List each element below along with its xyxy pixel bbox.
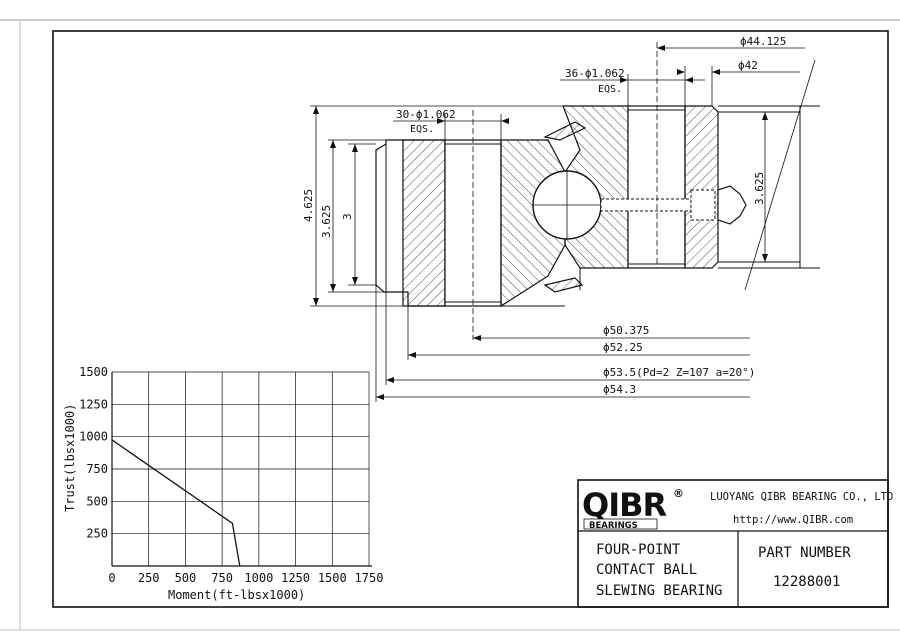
chart-x-tick-label: 1250 <box>281 571 310 585</box>
inner-ring-hatch <box>402 139 446 307</box>
outer-bolt-hole <box>627 105 686 269</box>
logo-text: QIBR <box>582 486 667 524</box>
dim-543-label: ϕ54.3 <box>603 383 636 396</box>
chart-y-tick-label: 1000 <box>79 430 108 444</box>
dim-535-label: ϕ53.5(Pd=2 Z=107 a=20°) <box>603 366 755 379</box>
break-line <box>744 59 816 291</box>
chart-y-tick-label: 500 <box>86 494 108 508</box>
load-chart: 250 500 750 1000 1250 1500 0 250 500 750 1000 1250… <box>63 365 383 602</box>
dim-3-label: 3 <box>341 213 354 220</box>
chart-x-tick-label: 0 <box>108 571 115 585</box>
drawing-frame <box>52 30 889 608</box>
company-name: LUOYANG QIBR BEARING CO., LTD <box>710 491 893 503</box>
outer-ring-right <box>684 105 719 269</box>
title-block <box>577 479 889 608</box>
dim-42-label: ϕ42 <box>738 59 758 72</box>
chart-x-tick-label: 750 <box>211 571 233 585</box>
part-number-value: 12288001 <box>773 574 840 590</box>
dim-holes-inner-eqs: EQS. <box>410 124 434 135</box>
chart-y-tick-label: 1250 <box>79 397 108 411</box>
chart-y-axis-label: Trust(lbsx1000) <box>63 404 77 512</box>
chart-x-tick-label: 250 <box>138 571 160 585</box>
chart-series-line <box>111 439 241 567</box>
dim-holes-inner-label: 30-ϕ1.062 <box>396 108 456 121</box>
dim-4625-label: 4.625 <box>302 189 315 222</box>
chart-y-tick-label: 750 <box>86 462 108 476</box>
chart-y-ticks: 250 500 750 1000 1250 1500 <box>79 365 108 541</box>
description-line-2: CONTACT BALL <box>596 562 697 578</box>
dim-44125-label: ϕ44.125 <box>740 35 786 48</box>
seal-top <box>543 121 587 141</box>
chart-y-tick-label: 1500 <box>79 365 108 379</box>
dim-50375-label: ϕ50.375 <box>603 324 649 337</box>
part-number-label: PART NUMBER <box>758 545 851 561</box>
dim-holes-outer-label: 36-ϕ1.062 <box>565 67 625 80</box>
description-line-1: FOUR-POINT <box>596 542 681 558</box>
chart-grid <box>112 371 370 566</box>
chart-x-axis-label: Moment(ft-lbsx1000) <box>168 588 305 602</box>
seal-bottom <box>543 277 584 293</box>
dimension-arrows <box>313 45 768 400</box>
grease-channel <box>600 198 692 212</box>
company-website: http://www.QIBR.com <box>733 514 853 526</box>
chart-x-tick-label: 1000 <box>244 571 273 585</box>
grease-nipple <box>717 185 747 225</box>
chart-x-tick-label: 500 <box>175 571 197 585</box>
company-logo: QIBR ® BEARINGS <box>582 486 684 531</box>
dimensions <box>310 42 805 402</box>
chart-x-ticks: 0 250 500 750 1000 1250 1500 1750 <box>108 571 383 585</box>
logo-registered-mark: ® <box>673 487 684 500</box>
logo-subtext: BEARINGS <box>589 521 638 531</box>
chart-x-tick-label: 1500 <box>318 571 347 585</box>
dim-5225-label: ϕ52.25 <box>603 341 643 354</box>
description-line-3: SLEWING BEARING <box>596 583 722 599</box>
dim-3625-right-label: 3.625 <box>753 172 766 205</box>
chart-x-tick-label: 1750 <box>355 571 384 585</box>
grease-fitting-body <box>690 189 716 221</box>
dim-3625-left-label: 3.625 <box>320 205 333 238</box>
dim-holes-outer-eqs: EQS. <box>598 84 622 95</box>
chart-y-tick-label: 250 <box>86 527 108 541</box>
